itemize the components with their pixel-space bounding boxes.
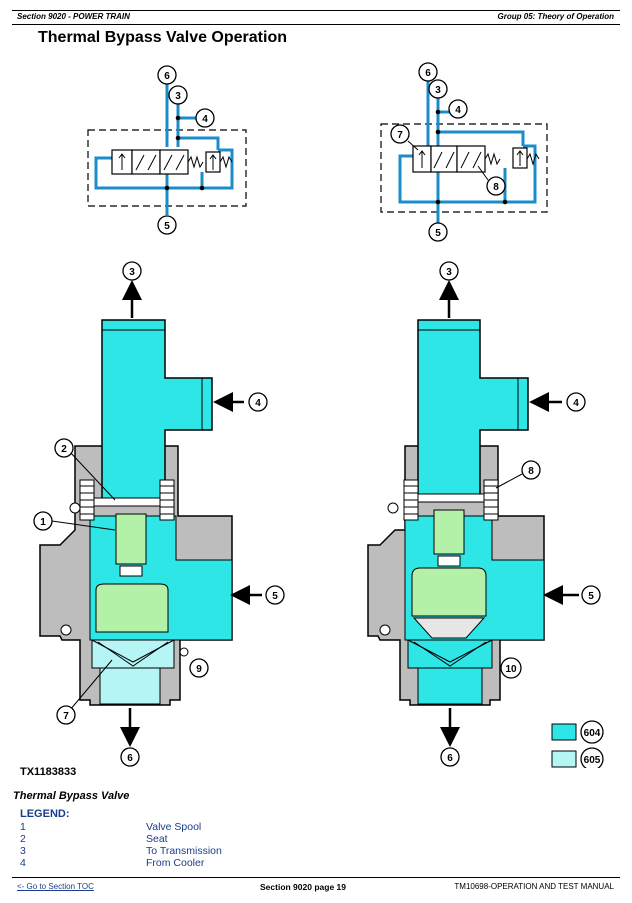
group-header: Group 05: Theory of Operation	[497, 12, 614, 21]
key-label-604: 604	[584, 728, 601, 739]
callout-6: 6	[127, 753, 133, 764]
callout-3: 3	[446, 267, 452, 278]
callout-4: 4	[255, 398, 261, 409]
schematic-right	[380, 80, 548, 230]
schematic-left	[87, 84, 247, 215]
valve-figure: 604 605 6 3 4 5 6 3 4 7 8 5 3 4 2 1 5 9 …	[33, 62, 604, 768]
valve-cutaway-right	[367, 280, 579, 747]
callout-4: 4	[573, 398, 579, 409]
callout-6: 6	[425, 68, 431, 79]
callout-6: 6	[164, 71, 170, 82]
manual-title: TM10698-OPERATION AND TEST MANUAL	[454, 882, 614, 891]
callout-5: 5	[272, 591, 278, 602]
callout-4: 4	[455, 105, 461, 116]
callout-3: 3	[129, 267, 135, 278]
callout-7: 7	[397, 130, 403, 141]
legend-item-text: From Cooler	[146, 857, 205, 869]
key-swatch-604	[551, 723, 577, 741]
callout-9: 9	[196, 664, 202, 675]
legend-item-number: 2	[20, 833, 26, 845]
page-title: Thermal Bypass Valve Operation	[38, 29, 287, 46]
figure-id: TX1183833	[20, 766, 77, 778]
legend-item-text: Seat	[146, 833, 168, 845]
callout-labels: 6 3 4 5 6 3 4 7 8 5 3 4 2 1 5 9 7 6 3 4 …	[40, 68, 594, 764]
callout-3: 3	[175, 91, 181, 102]
color-key: 604 605	[551, 720, 604, 768]
callout-2: 2	[61, 444, 67, 455]
figure-caption: Thermal Bypass Valve	[13, 790, 130, 802]
footer-rule	[12, 877, 620, 878]
callout-8: 8	[493, 182, 499, 193]
callout-5: 5	[435, 228, 441, 239]
callout-1: 1	[40, 517, 46, 528]
legend-item-number: 1	[20, 821, 26, 833]
section-header: Section 9020 - POWER TRAIN	[17, 12, 130, 21]
legend-item-text: Valve Spool	[146, 821, 202, 833]
callout-8: 8	[528, 466, 534, 477]
callout-6: 6	[447, 753, 453, 764]
key-label-605: 605	[584, 755, 601, 766]
legend-item-number: 3	[20, 845, 26, 857]
callout-5: 5	[588, 591, 594, 602]
page-number: Section 9020 page 19	[260, 882, 346, 892]
callout-10: 10	[505, 664, 517, 675]
header-top-rule	[12, 10, 620, 11]
callout-3: 3	[435, 85, 441, 96]
callout-circles	[33, 62, 601, 767]
key-swatch-605	[551, 750, 577, 768]
go-to-section-toc-link[interactable]: <- Go to Section TOC	[17, 882, 94, 891]
callout-7: 7	[63, 711, 69, 722]
legend-item-number: 4	[20, 857, 26, 869]
callout-4: 4	[202, 114, 208, 125]
legend-title: LEGEND:	[20, 808, 70, 820]
legend-item-text: To Transmission	[146, 845, 222, 857]
header-bottom-rule	[12, 24, 620, 25]
callout-5: 5	[164, 221, 170, 232]
valve-cutaway-left	[39, 280, 262, 747]
